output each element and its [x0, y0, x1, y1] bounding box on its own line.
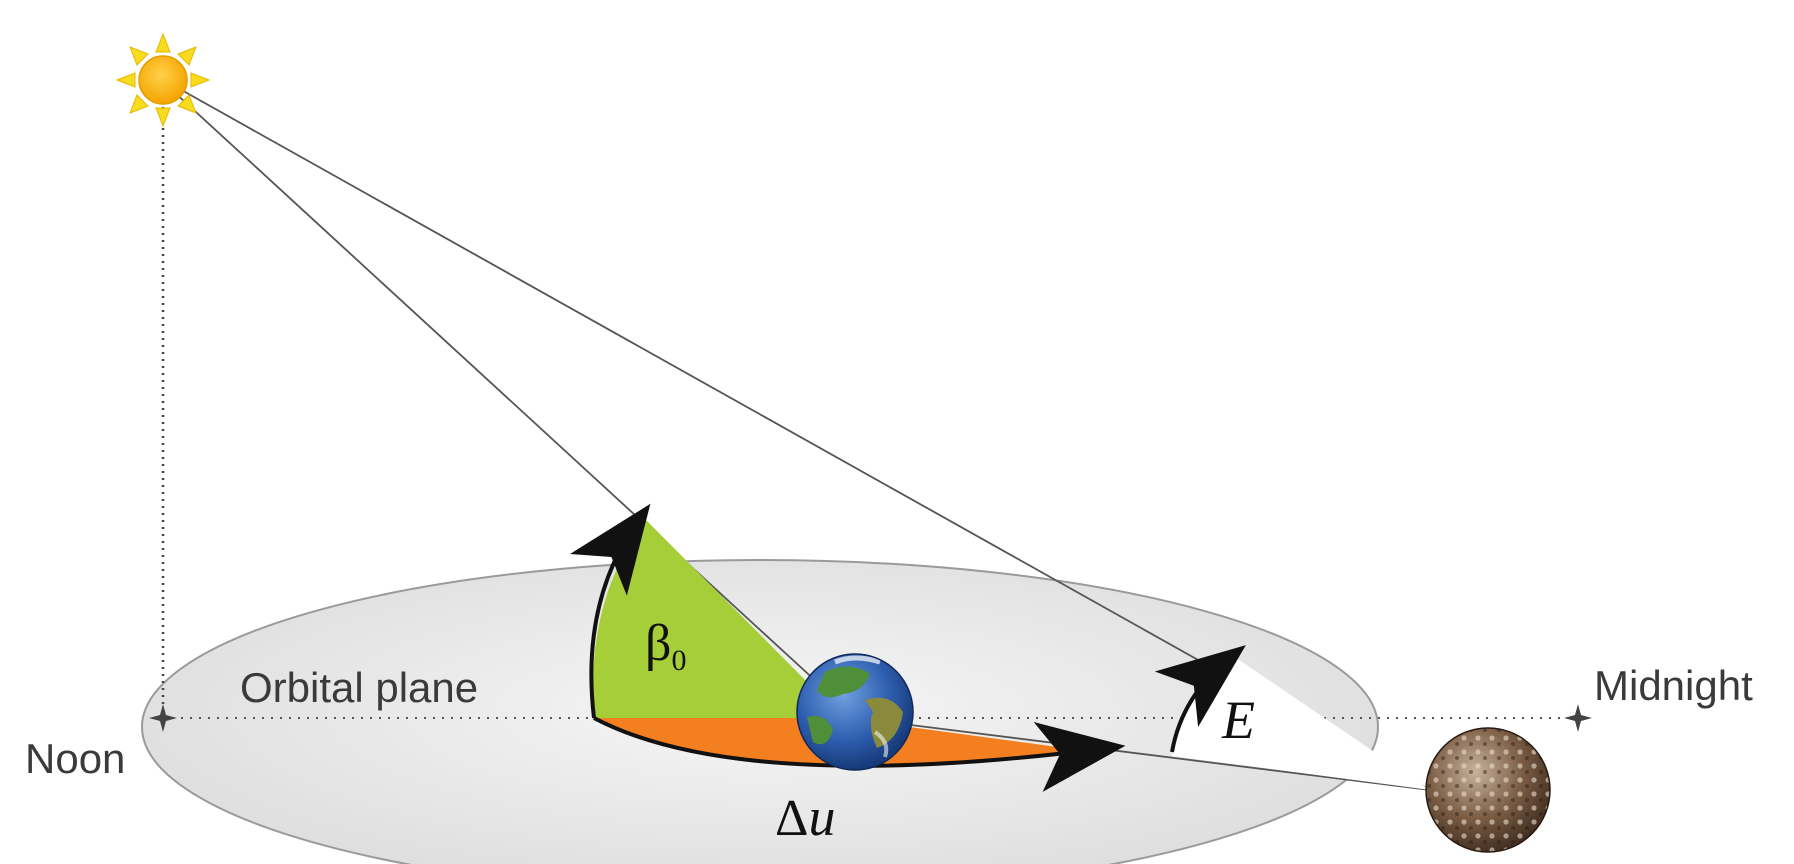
delta-symbol: Δ	[775, 790, 808, 847]
satellite-icon	[1425, 727, 1551, 853]
earth-icon	[796, 653, 914, 771]
beta-angle-arrow	[570, 503, 651, 719]
u-variable: u	[808, 787, 835, 847]
beta-label: β0	[645, 615, 686, 677]
star-marker-icon	[1564, 704, 1592, 732]
midnight-label: Midnight	[1594, 662, 1753, 709]
sun-icon	[115, 32, 211, 128]
beta-subscript: 0	[671, 644, 686, 677]
star-marker-icon	[149, 704, 177, 732]
elevation-angle-arrow	[1154, 645, 1246, 753]
delta-u-label: Δu	[775, 787, 835, 847]
delta-u-angle-arrow	[593, 716, 1126, 792]
elevation-label: E	[1221, 690, 1255, 750]
beta-angle-wedge	[592, 520, 843, 718]
beta-symbol: β	[645, 615, 671, 672]
earth-satellite-line	[854, 717, 1431, 791]
noon-label: Noon	[25, 735, 125, 782]
sun-earth-line	[171, 89, 844, 707]
orbital-plane-label: Orbital plane	[240, 664, 478, 711]
